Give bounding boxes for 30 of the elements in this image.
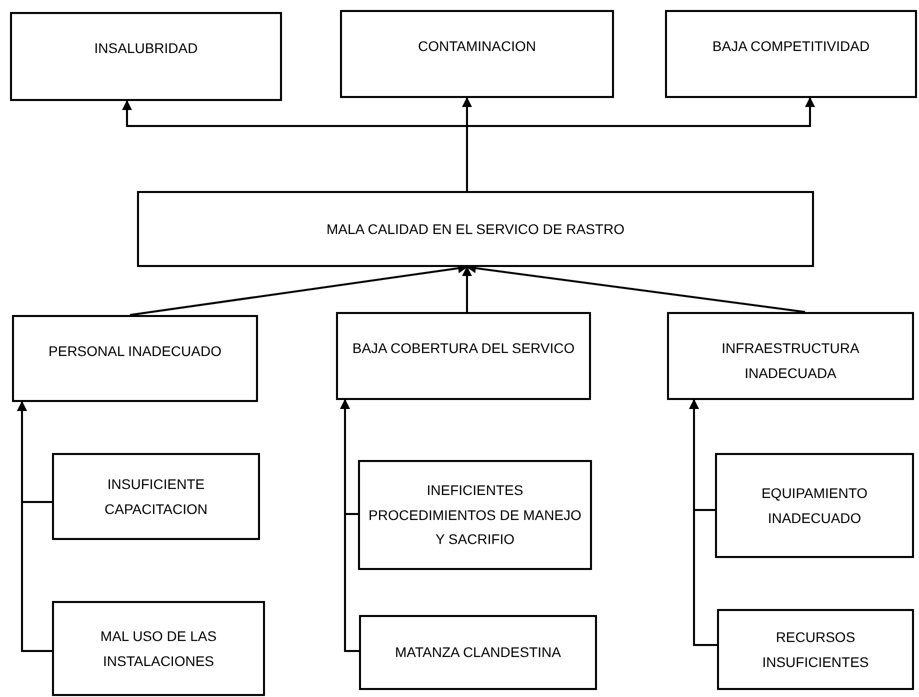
node-label: INSALUBRIDAD: [94, 39, 198, 58]
text-box: [358, 460, 592, 570]
arrow: [689, 399, 717, 646]
text-box: [340, 10, 614, 98]
arrow: [17, 401, 52, 652]
text-box: [665, 10, 917, 98]
text-box: [52, 601, 265, 696]
node-label: INFRAESTRUCTURA INADECUADA: [720, 339, 860, 382]
node-label: MAL USO DE LAS INSTALACIONES: [99, 627, 218, 670]
node-label: INSUFICIENTE CAPACITACION: [104, 475, 208, 518]
text-box: [359, 615, 597, 690]
arrow: [462, 266, 472, 312]
node-label: CONTAMINACION: [418, 37, 536, 56]
node-label: INEFICIENTES PROCEDIMIENTOS DE MANEJO Y SACRIFIO: [368, 481, 582, 550]
node-label: MALA CALIDAD EN EL SERVICO DE RASTRO: [326, 220, 624, 239]
text-box: [717, 609, 914, 690]
node-label: BAJA COMPETITIVIDAD: [712, 37, 870, 56]
node-label: BAJA COBERTURA DEL SERVICO: [352, 339, 575, 358]
node-label: EQUIPAMIENTO INADECUADO: [760, 484, 869, 528]
text-box: [336, 312, 591, 400]
node-label: MATANZA CLANDESTINA: [395, 643, 561, 662]
text-box: [10, 12, 282, 101]
node-label: RECURSOS INSUFICIENTES: [761, 628, 870, 672]
text-box: [715, 453, 914, 558]
node-label: PERSONAL INADECUADO: [48, 342, 222, 361]
text-box: [137, 191, 814, 267]
arrow: [340, 399, 359, 652]
text-box: [52, 453, 260, 540]
text-box: [12, 315, 258, 402]
text-box: [667, 312, 914, 400]
